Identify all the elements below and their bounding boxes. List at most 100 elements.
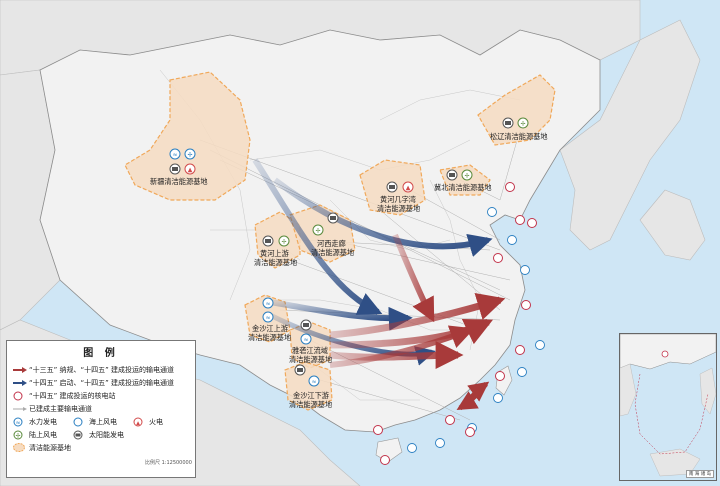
hydro-icon (262, 297, 274, 309)
base-label-yalong-1: 雅砻江流域 (292, 346, 328, 355)
legend-solar: 太阳能发电 (73, 428, 133, 441)
svg-text:✢: ✢ (520, 121, 525, 128)
offshore-wind-icon (507, 235, 517, 245)
base-label-yalong-2: 清洁能源基地 (289, 355, 332, 364)
thermal-icon: ▲ (133, 417, 149, 427)
svg-text:✢: ✢ (281, 239, 286, 246)
svg-text:✢: ✢ (15, 432, 20, 439)
nuclear-icon (493, 253, 503, 263)
offshore-wind-icon (493, 393, 503, 403)
svg-text:✢: ✢ (464, 173, 469, 180)
arrow-red-4 (329, 341, 464, 370)
offshore-wind-icon (520, 265, 530, 275)
nuclear-icon (373, 425, 383, 435)
offshore-wind-icon (73, 417, 89, 427)
legend-13th-label: “十三五” 纳规、“十四五” 建成投运的输电通道 (29, 365, 174, 374)
foreign-land-japan (639, 189, 706, 261)
svg-text:≈: ≈ (265, 315, 270, 322)
base-icons: ≈ ✢ ▲ ✢ ✢ ▲ ✢ ✢ ≈ ≈ (169, 117, 529, 387)
nuclear-icon (445, 415, 455, 425)
base-label-jibei: 冀北清洁能源基地 (434, 183, 492, 192)
hydro-icon (308, 375, 320, 387)
land-wind-icon (312, 224, 324, 236)
base-label-xinjiang: 新疆清洁能源基地 (150, 177, 208, 186)
land-wind-icon (461, 169, 473, 181)
land-wind-icon (517, 117, 529, 129)
south-china-sea-inset: 南 海 诸 岛 (619, 333, 717, 481)
legend-row-nuclear: “十四五” 建成投运的核电站 (7, 389, 195, 402)
legend-14th-label: “十四五” 启动、“十四五” 建成投运的输电通道 (29, 378, 174, 387)
legend: 图 例 “十三五” 纳规、“十四五” 建成投运的输电通道 “十四五” 启动、“十… (6, 340, 196, 478)
arrow-red-2 (329, 293, 506, 339)
inset-label: 南 海 诸 岛 (686, 470, 714, 478)
offshore-wind-icon (517, 367, 527, 377)
base-label-jinsha-upper-1: 金沙江上游 (252, 324, 288, 333)
thermal-icon (402, 181, 414, 193)
nuclear-sites (373, 182, 537, 465)
svg-text:✢: ✢ (315, 228, 320, 235)
base-huanghe-upper (254, 211, 301, 269)
offshore-wind-icon (487, 207, 497, 217)
arrow-blue-3 (269, 299, 413, 331)
thermal-icon (184, 163, 196, 175)
hydro-icon (300, 333, 312, 345)
base-label-jinsha-lower-2: 清洁能源基地 (289, 400, 332, 409)
legend-offshore-wind: 海上风电 (73, 415, 133, 428)
solar-icon (73, 430, 89, 440)
nuclear-icon (495, 371, 505, 381)
base-label-hexi-2: 清洁能源基地 (311, 248, 354, 257)
land-wind-icon: ✢ (13, 430, 29, 440)
arrow-red-7 (456, 382, 488, 411)
base-xinjiang (124, 71, 251, 201)
legend-row-base: 清洁能源基地 (7, 441, 195, 454)
nuclear-icon (515, 345, 525, 355)
land-wind-icon (278, 235, 290, 247)
legend-base-label: 清洁能源基地 (29, 443, 71, 452)
base-labels: 新疆清洁能源基地 黄河上游 清洁能源基地 河西走廊 清洁能源基地 黄河几字湾 清… (150, 132, 548, 409)
svg-text:▲: ▲ (136, 420, 140, 426)
hydro-icon (169, 148, 181, 160)
svg-text:≈: ≈ (15, 419, 20, 426)
nuclear-icon (521, 300, 531, 310)
base-label-huanghe-upper-2: 清洁能源基地 (254, 258, 297, 267)
arrow-red-5 (329, 325, 475, 368)
svg-text:≈: ≈ (172, 152, 177, 159)
legend-title: 图 例 (83, 348, 119, 359)
legend-hydro: ≈ 水力发电 (13, 415, 73, 428)
base-songliao (477, 74, 556, 146)
nuclear-icon (505, 182, 515, 192)
nuclear-icon (527, 218, 537, 228)
base-label-huanghe-upper-1: 黄河上游 (260, 249, 289, 258)
hydro-icon: ≈ (13, 417, 29, 427)
offshore-wind-icon (407, 443, 417, 453)
nuclear-icon (515, 215, 525, 225)
legend-row-existing: 已建成主要输电通道 (7, 402, 195, 415)
base-label-hexi-1: 河西走廊 (317, 239, 346, 248)
scale-text: 比例尺 1:12500000 (145, 460, 192, 466)
base-label-jizi-1: 黄河几字湾 (380, 195, 416, 204)
svg-text:▲: ▲ (188, 167, 193, 174)
base-label-jinsha-upper-2: 清洁能源基地 (248, 333, 291, 342)
base-label-songliao: 松辽清洁能源基地 (490, 132, 548, 141)
svg-text:≈: ≈ (303, 337, 308, 344)
nuclear-icon (465, 427, 475, 437)
svg-text:≈: ≈ (311, 379, 316, 386)
legend-row-14th: “十四五” 启动、“十四五” 建成投运的输电通道 (7, 376, 195, 389)
arrow-red-1 (392, 233, 435, 323)
wind-icon (184, 148, 196, 160)
legend-row-13th: “十三五” 纳规、“十四五” 建成投运的输电通道 (7, 363, 195, 376)
legend-thermal: ▲ 火电 (133, 415, 193, 428)
legend-nuclear-label: “十四五” 建成投运的核电站 (29, 391, 116, 400)
hydro-icon (262, 311, 274, 323)
offshore-wind-icon (435, 438, 445, 448)
svg-text:✢: ✢ (187, 152, 192, 159)
arrow-blue-1 (252, 158, 383, 315)
base-label-jizi-2: 清洁能源基地 (377, 204, 420, 213)
offshore-wind-icon (535, 340, 545, 350)
svg-text:≈: ≈ (265, 301, 270, 308)
arrow-blue-2 (273, 177, 493, 257)
svg-text:▲: ▲ (406, 185, 411, 192)
transmission-13th (329, 233, 506, 411)
legend-land-wind: ✢ 陆上风电 (13, 428, 73, 441)
base-label-jinsha-lower-1: 金沙江下游 (293, 391, 329, 400)
